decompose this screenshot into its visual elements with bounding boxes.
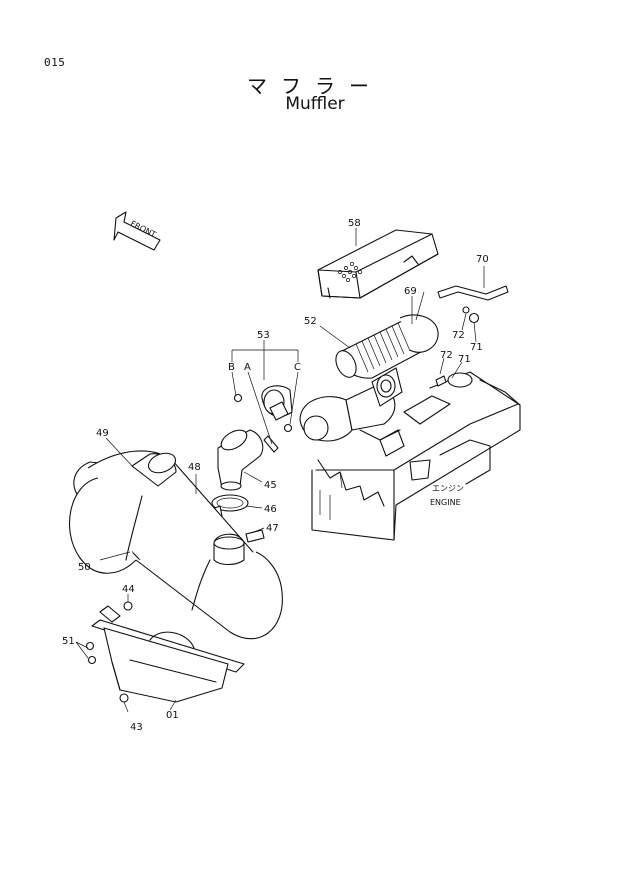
callout-47: 47: [266, 523, 279, 534]
callout-71-lower: 71: [458, 354, 471, 365]
page-number: 015: [44, 56, 66, 69]
callout-69: 69: [404, 286, 417, 297]
callout-50: 50: [78, 562, 91, 573]
callout-49: 49: [96, 428, 109, 439]
callout-72-lower: 72: [440, 350, 453, 361]
engine-label-english: ENGINE: [430, 498, 461, 507]
callout-45: 45: [264, 480, 277, 491]
callout-53: 53: [257, 330, 270, 341]
exhaust-elbow: [217, 429, 264, 491]
callout-43: 43: [130, 722, 143, 733]
ref-letter-b: B: [228, 362, 235, 373]
leader-lines: [75, 228, 485, 713]
engine-block: エンジン ENGINE: [311, 371, 521, 541]
callout-01: 01: [166, 710, 179, 721]
mounting-bracket: [435, 285, 509, 387]
callout-48: 48: [188, 462, 201, 473]
muffler-mounting-bracket: [85, 601, 245, 703]
callout-72-upper: 72: [452, 330, 465, 341]
callout-52: 52: [304, 316, 317, 327]
ref-letter-c: C: [294, 362, 301, 373]
muffler-clamp: [186, 494, 265, 543]
page-title-japanese: マフラー: [247, 74, 383, 98]
callout-70: 70: [476, 254, 489, 265]
callout-46: 46: [264, 504, 277, 515]
pipe-clamp-band: [233, 385, 293, 453]
page-title-english: Muffler: [285, 94, 345, 114]
muffler: [68, 450, 283, 640]
ref-letter-a: A: [244, 362, 251, 373]
front-arrow-icon: FRONT: [113, 211, 161, 251]
callout-51: 51: [62, 636, 75, 647]
flexible-exhaust-pipe: [335, 314, 439, 379]
callout-71-upper: 71: [470, 342, 483, 353]
callout-58: 58: [348, 218, 361, 229]
exhaust-turbocharger: [299, 367, 403, 442]
callout-44: 44: [122, 584, 135, 595]
heat-shield-cover: [317, 229, 439, 299]
engine-label-japanese: エンジン: [432, 484, 464, 493]
